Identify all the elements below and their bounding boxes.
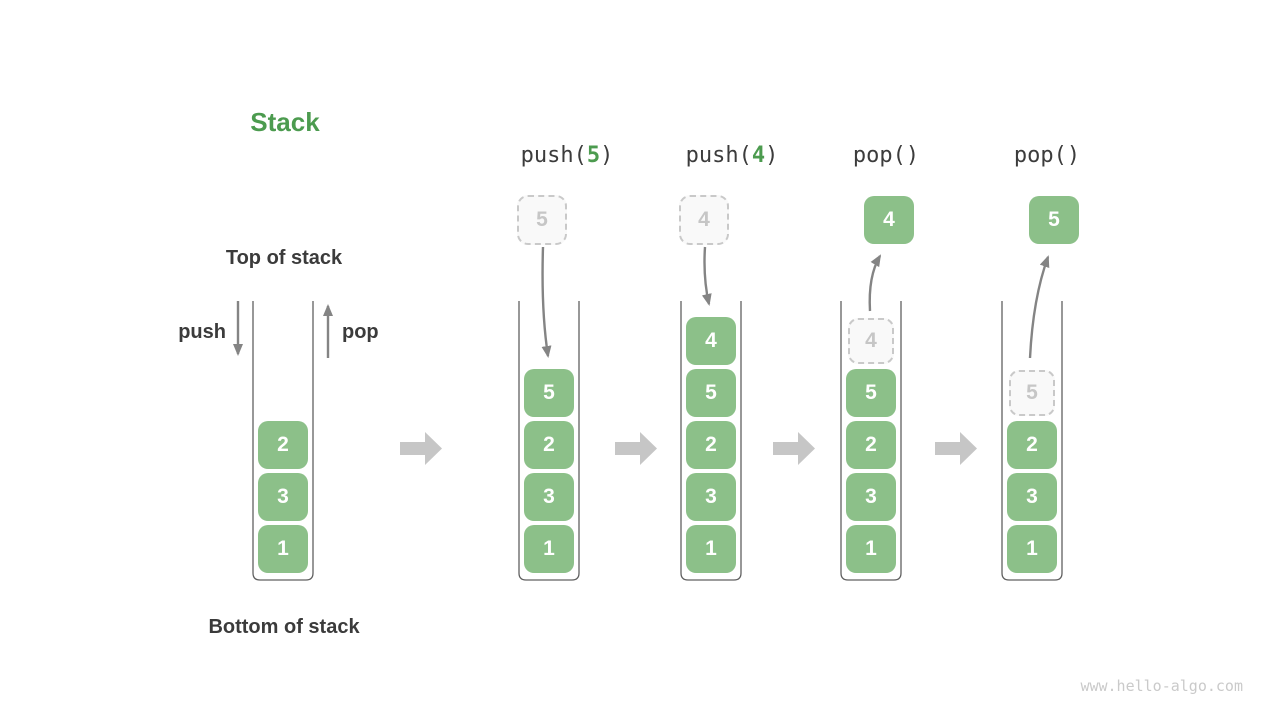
operation-label-pop-1: pop() <box>853 143 919 168</box>
operation-label-push-5: push(5) <box>521 143 614 168</box>
bottom-of-stack-label: Bottom of stack <box>208 616 360 638</box>
stack-outline-2 <box>518 301 580 581</box>
stack-outline-1 <box>252 301 314 581</box>
push-transfer-arrow-1 <box>541 246 552 358</box>
stack-box: 3 <box>686 473 736 521</box>
stack-outline-5 <box>1001 301 1063 581</box>
popped-box: 5 <box>1029 196 1079 244</box>
stack-outline-4 <box>840 301 902 581</box>
stack-box: 1 <box>846 525 896 573</box>
stack-box: 5 <box>686 369 736 417</box>
stack-box: 5 <box>524 369 574 417</box>
op-text: push( <box>685 143 752 168</box>
stack-box: 5 <box>846 369 896 417</box>
stack-box: 4 <box>686 317 736 365</box>
ghost-box: 4 <box>848 318 894 364</box>
stack-box: 3 <box>258 473 308 521</box>
op-arg: 5 <box>586 143 601 168</box>
stack-box: 3 <box>524 473 574 521</box>
stack-box: 1 <box>524 525 574 573</box>
stack-box: 2 <box>524 421 574 469</box>
popped-box: 4 <box>864 196 914 244</box>
op-text: pop() <box>1013 143 1081 168</box>
top-of-stack-label: Top of stack <box>225 247 343 269</box>
stack-box: 1 <box>258 525 308 573</box>
stack-box: 1 <box>686 525 736 573</box>
step-arrow-2 <box>615 432 657 465</box>
stack-box: 1 <box>1007 525 1057 573</box>
step-arrow-1 <box>400 432 442 465</box>
step-arrow-4 <box>935 432 977 465</box>
stack-box: 3 <box>1007 473 1057 521</box>
stack-box: 2 <box>686 421 736 469</box>
stack-outline-3 <box>680 301 742 581</box>
pop-transfer-arrow-2 <box>1028 255 1050 359</box>
op-text: ) <box>765 143 779 168</box>
op-text: pop() <box>852 143 920 168</box>
incoming-box: 4 <box>679 195 729 245</box>
stack-box: 2 <box>846 421 896 469</box>
stack-box: 2 <box>1007 421 1057 469</box>
operation-label-push-4: push(4) <box>686 143 779 168</box>
operation-label-pop-2: pop() <box>1014 143 1080 168</box>
incoming-box: 5 <box>517 195 567 245</box>
site-watermark: www.hello-algo.com <box>1080 677 1243 695</box>
pop-transfer-arrow-1 <box>868 254 882 312</box>
stack-box: 2 <box>258 421 308 469</box>
step-arrow-3 <box>773 432 815 465</box>
pop-label: pop <box>342 321 379 343</box>
diagram-title: Stack <box>250 107 320 137</box>
stack-box: 3 <box>846 473 896 521</box>
ghost-box: 5 <box>1009 370 1055 416</box>
op-text: ) <box>600 143 614 168</box>
push-transfer-arrow-2 <box>701 246 712 306</box>
op-arg: 4 <box>751 143 766 168</box>
push-label: push <box>178 321 226 343</box>
op-text: push( <box>520 143 587 168</box>
